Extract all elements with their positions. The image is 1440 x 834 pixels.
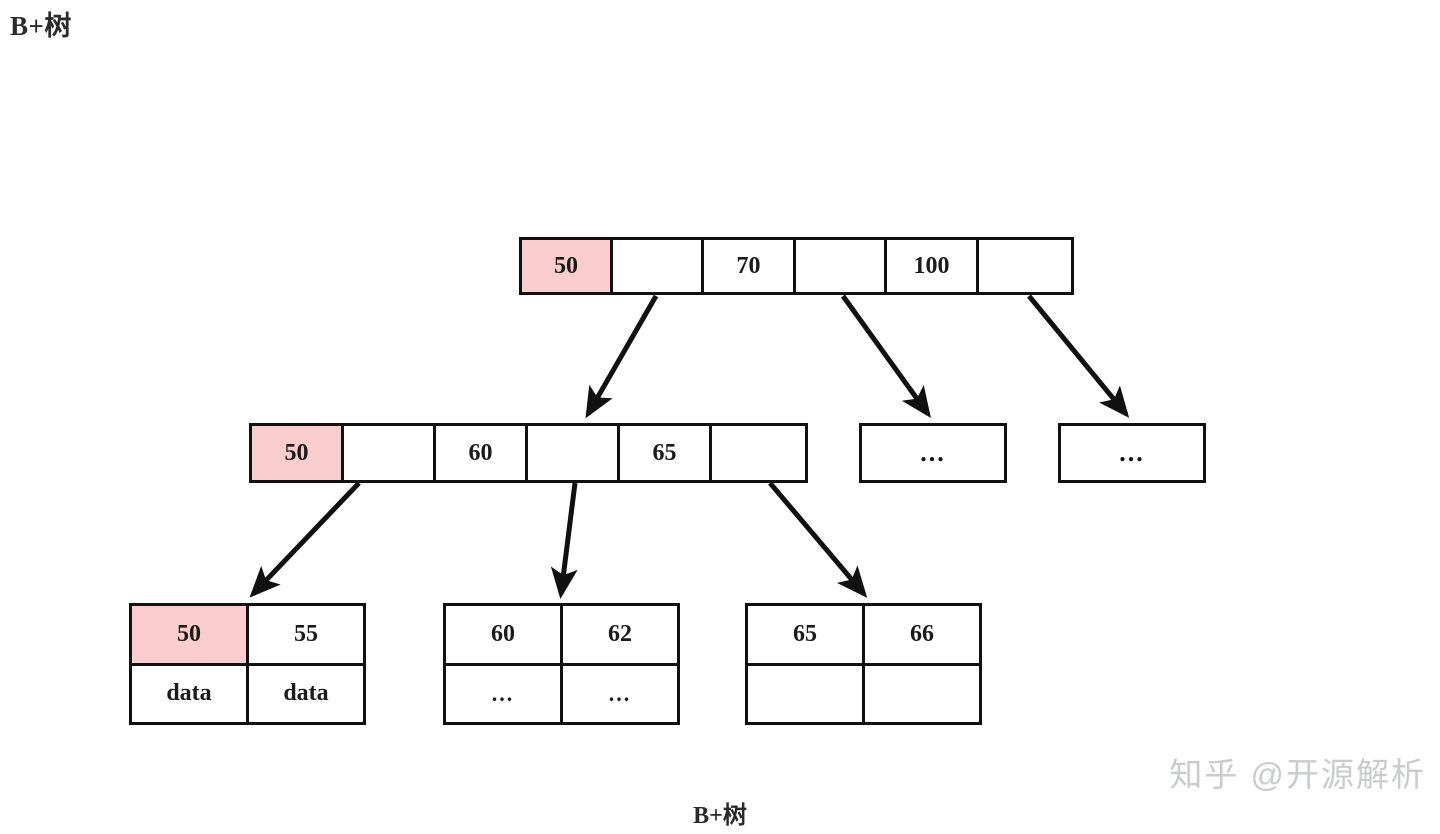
page-title: B+树 (10, 11, 72, 41)
internal-node-2-ellipsis[interactable]: ... (859, 423, 1007, 483)
internal-1-cell-2[interactable]: 60 (436, 426, 528, 480)
leaf-3-value-0[interactable] (748, 665, 865, 722)
leaf-1-key-row: 50 55 (132, 606, 363, 666)
root-cell-5[interactable] (979, 240, 1072, 292)
internal-1-cell-0[interactable]: 50 (252, 426, 344, 480)
leaf-1-key-1[interactable]: 55 (249, 606, 363, 663)
internal-node-3-ellipsis[interactable]: ... (1058, 423, 1206, 483)
leaf-2-value-1[interactable]: ... (563, 665, 677, 722)
leaf-3-key-row: 65 66 (748, 606, 979, 666)
leaf-1-key-0[interactable]: 50 (132, 606, 249, 663)
watermark: 知乎 @开源解析 (1169, 756, 1426, 793)
leaf-3-value-row (748, 665, 979, 722)
leaf-node-2[interactable]: 60 62 ... ... (443, 603, 680, 725)
leaf-2-value-row: ... ... (446, 665, 677, 722)
root-node[interactable]: 50 70 100 (519, 237, 1074, 295)
edge-root-to-internal-2 (840, 294, 931, 419)
internal-1-cell-3[interactable] (528, 426, 620, 480)
internal-1-cell-1[interactable] (344, 426, 436, 480)
edge-internal-1-to-leaf-1 (249, 481, 361, 598)
leaf-2-key-row: 60 62 (446, 606, 677, 666)
root-cell-0[interactable]: 50 (522, 240, 614, 292)
leaf-node-1[interactable]: 50 55 data data (129, 603, 366, 725)
edge-internal-1-to-leaf-2 (550, 482, 578, 599)
root-cell-2[interactable]: 70 (704, 240, 797, 292)
edge-root-to-internal-1 (585, 294, 659, 419)
edge-root-to-internal-3 (1027, 294, 1130, 418)
leaf-3-key-0[interactable]: 65 (748, 606, 865, 663)
edge-internal-1-to-leaf-3 (768, 481, 868, 598)
root-cell-4[interactable]: 100 (887, 240, 980, 292)
internal-node-1[interactable]: 50 60 65 (249, 423, 808, 483)
leaf-1-value-0[interactable]: data (132, 665, 249, 722)
diagram-caption: B+树 (693, 803, 747, 829)
leaf-2-value-0[interactable]: ... (446, 665, 563, 722)
leaf-2-key-1[interactable]: 62 (563, 606, 677, 663)
internal-1-cell-5[interactable] (712, 426, 805, 480)
root-cell-3[interactable] (796, 240, 888, 292)
leaf-3-key-1[interactable]: 66 (865, 606, 979, 663)
leaf-2-key-0[interactable]: 60 (446, 606, 563, 663)
root-cell-1[interactable] (613, 240, 705, 292)
leaf-1-value-1[interactable]: data (249, 665, 363, 722)
leaf-3-value-1[interactable] (865, 665, 979, 722)
leaf-node-3[interactable]: 65 66 (745, 603, 982, 725)
internal-1-cell-4[interactable]: 65 (620, 426, 712, 480)
leaf-1-value-row: data data (132, 665, 363, 722)
